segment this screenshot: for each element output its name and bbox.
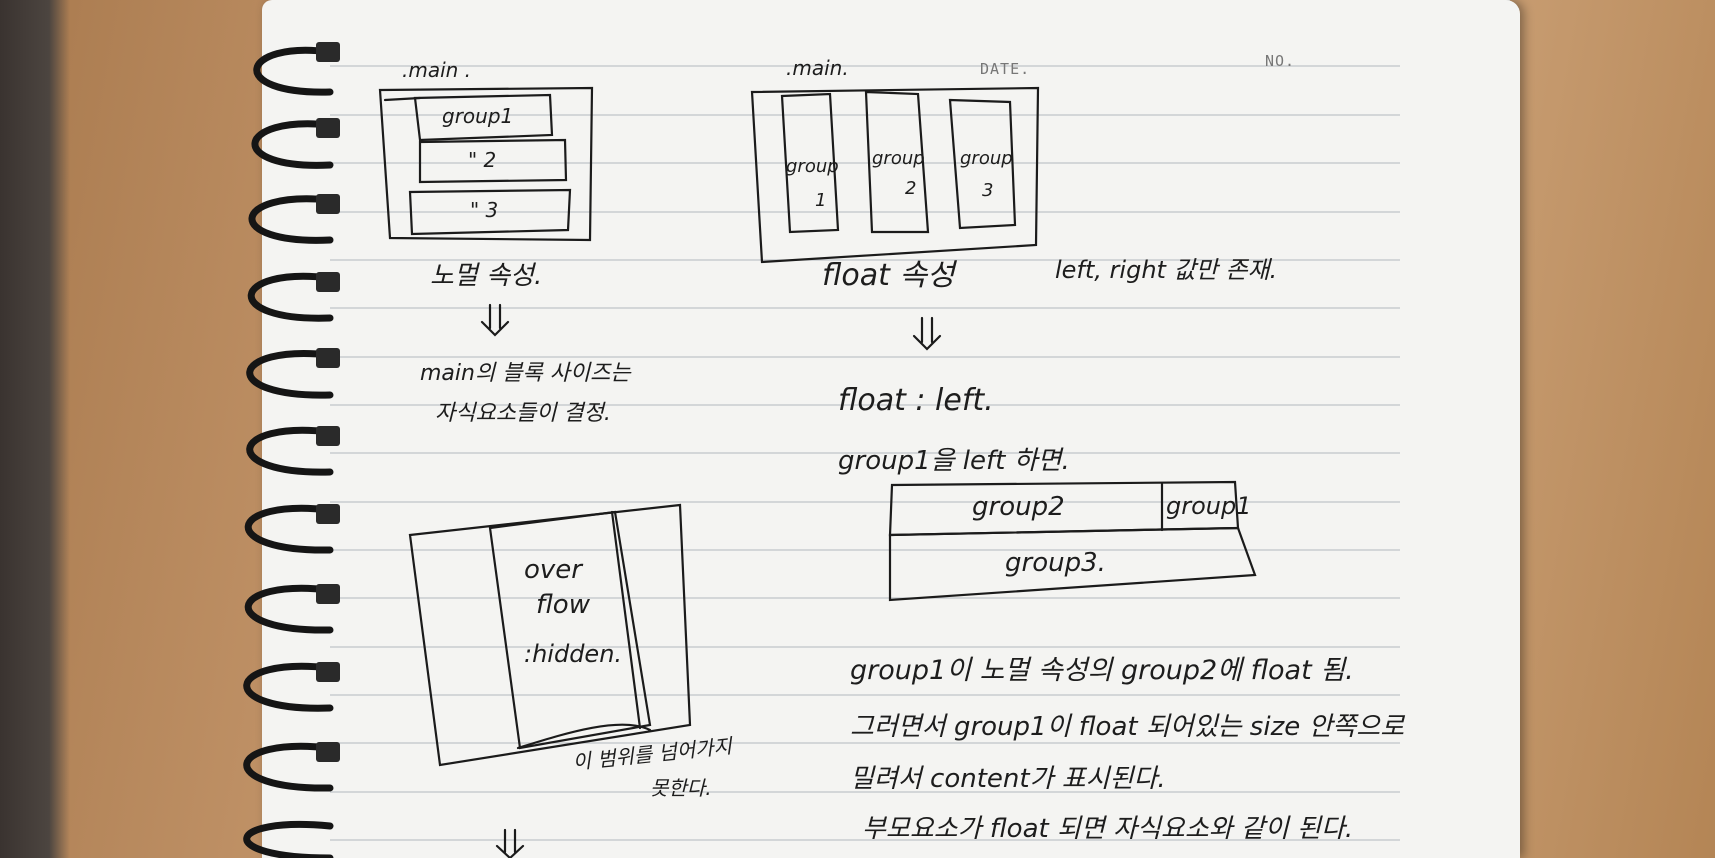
float-caption-side: left, right 값만 존재. <box>1055 256 1278 284</box>
column-1-top: group <box>786 156 839 177</box>
ruled-lines <box>330 65 1400 841</box>
main-label-right: .main. <box>786 56 849 80</box>
no-label: NO. <box>1265 52 1296 70</box>
overflow-line-3: :hidden. <box>524 640 623 668</box>
spiral-holes <box>316 42 340 762</box>
paragraph-line-4: 부모요소가 float 되면 자식요소와 같이 된다. <box>862 814 1354 844</box>
result-group3: group3. <box>1005 548 1106 578</box>
float-left-line: float : left. <box>838 383 994 418</box>
overflow-hidden-diagram <box>408 503 692 767</box>
column-1-bottom: 1 <box>815 190 827 211</box>
notebook-page <box>262 0 1520 858</box>
column-3-top: group <box>960 148 1013 169</box>
group1-left-line: group1을 left 하면. <box>838 446 1070 476</box>
date-label: DATE. <box>980 60 1031 78</box>
result-group1: group1 <box>1166 492 1252 520</box>
column-2-bottom: 2 <box>905 178 917 199</box>
paragraph-line-2: 그러면서 group1이 float 되어있는 size 안쪽으로 <box>850 712 1405 742</box>
overflow-line-1: over <box>524 555 582 585</box>
paragraph-line-3: 밀려서 content가 표시된다. <box>850 764 1166 794</box>
desk-shadow-edge <box>0 0 70 858</box>
float-caption: float 속성 <box>822 258 955 293</box>
overflow-note-2: 못한다. <box>650 776 712 800</box>
float-result-diagram <box>888 480 1257 602</box>
result-group2: group2 <box>972 492 1065 522</box>
box-group2: " 2 <box>468 148 497 172</box>
spiral-binding <box>243 46 334 858</box>
box-group1: group1 <box>442 104 514 128</box>
overflow-line-2: flow <box>536 590 590 620</box>
box-group3: " 3 <box>470 198 499 222</box>
normal-caption: 노멀 속성. <box>430 261 543 291</box>
main-float-diagram <box>750 86 1040 264</box>
column-2-top: group <box>872 148 925 169</box>
main-block-diagram <box>378 86 594 242</box>
down-arrows <box>480 303 942 858</box>
left-line-2: 자식요소들이 결정. <box>435 401 611 426</box>
column-3-bottom: 3 <box>982 180 994 201</box>
left-line-1: main의 블록 사이즈는 <box>420 361 631 386</box>
paragraph-line-1: group1이 노멀 속성의 group2에 float 됨. <box>850 655 1354 686</box>
main-label-left: .main . <box>402 58 472 82</box>
